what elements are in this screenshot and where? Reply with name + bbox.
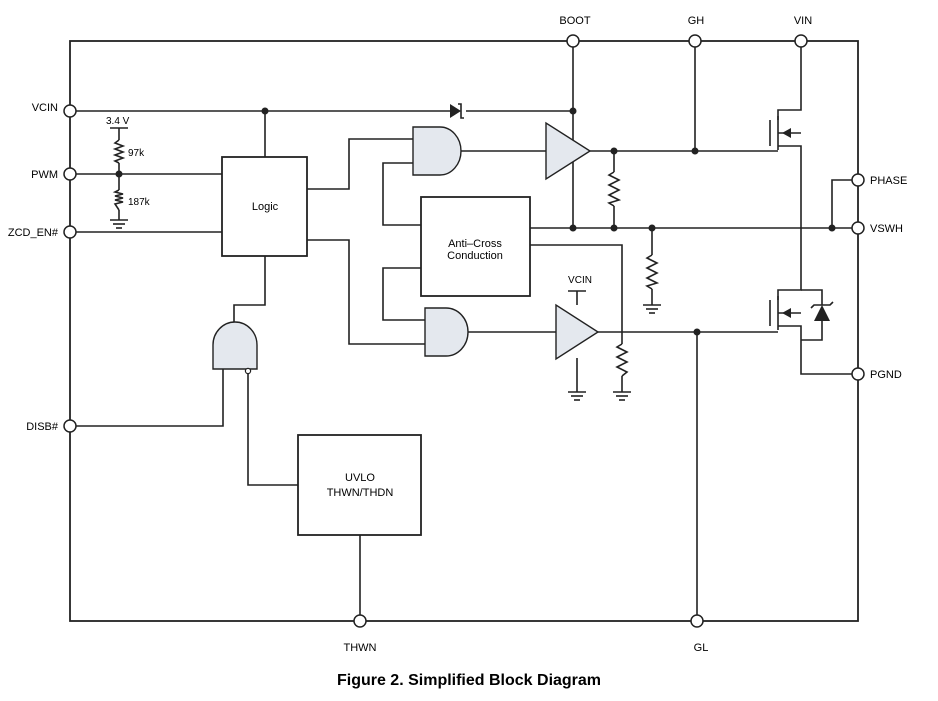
label-3v4: 3.4 V (106, 116, 130, 127)
boot-diode-icon (450, 103, 464, 119)
ground-symbol (568, 391, 586, 401)
pin-disb (63, 419, 77, 433)
pin-vcin (63, 104, 77, 118)
wires (70, 41, 858, 621)
resistor-gh-pulldown (607, 171, 622, 207)
resistor-gl-pulldown (615, 343, 629, 377)
ic-boundary (69, 40, 859, 622)
label-phase: PHASE (870, 175, 907, 187)
label-vcin: VCIN (32, 102, 58, 114)
label-disb: DISB# (26, 421, 59, 433)
pin-vin (794, 34, 808, 48)
uvlo-label-1: UVLO (345, 472, 375, 484)
pin-pgnd (851, 367, 865, 381)
logic-block (221, 156, 308, 257)
anti-cross-label-1: Anti–Cross (448, 238, 502, 250)
label-gl: GL (694, 642, 709, 654)
ground-symbol (643, 304, 661, 314)
label-thwn: THWN (344, 642, 377, 654)
label-pwm: PWM (31, 169, 58, 181)
pin-gl (690, 614, 704, 628)
pin-vswh (851, 221, 865, 235)
label-97k: 97k (128, 148, 145, 159)
ground-symbol (110, 219, 128, 229)
low-side-mosfet-icon (769, 296, 801, 330)
resistor-187k (112, 189, 124, 211)
nand-gate-enable (212, 321, 258, 370)
high-side-mosfet-icon (769, 116, 801, 150)
pin-gh (688, 34, 702, 48)
label-vswh: VSWH (870, 223, 903, 235)
low-side-driver (555, 303, 600, 361)
pin-pwm (63, 167, 77, 181)
anti-cross-label-2: Conduction (447, 250, 503, 262)
ground-symbol (613, 391, 631, 401)
and-gate-low (424, 307, 469, 357)
pin-boot (566, 34, 580, 48)
label-boot: BOOT (559, 15, 590, 27)
logic-label: Logic (252, 201, 279, 213)
high-side-driver (545, 121, 592, 181)
uvlo-label-2: THWN/THDN (327, 487, 394, 499)
resistor-97k (112, 139, 126, 164)
label-vcin-driver: VCIN (568, 275, 592, 286)
label-gh: GH (688, 15, 705, 27)
resistor-vswh (645, 254, 660, 290)
pin-thwn (353, 614, 367, 628)
anti-cross-block (420, 196, 531, 297)
inverter-bubble (244, 367, 252, 375)
label-zcd-en: ZCD_EN# (8, 227, 59, 239)
pin-zcd-en (63, 225, 77, 239)
schottky-diode-icon (810, 301, 834, 321)
label-vin: VIN (794, 15, 812, 27)
and-gate-high (412, 126, 462, 176)
label-187k: 187k (128, 197, 151, 208)
label-pgnd: PGND (870, 369, 902, 381)
pin-phase (851, 173, 865, 187)
uvlo-block (297, 434, 422, 536)
figure-caption: Figure 2. Simplified Block Diagram (336, 672, 602, 689)
junction-dots (115, 107, 836, 336)
